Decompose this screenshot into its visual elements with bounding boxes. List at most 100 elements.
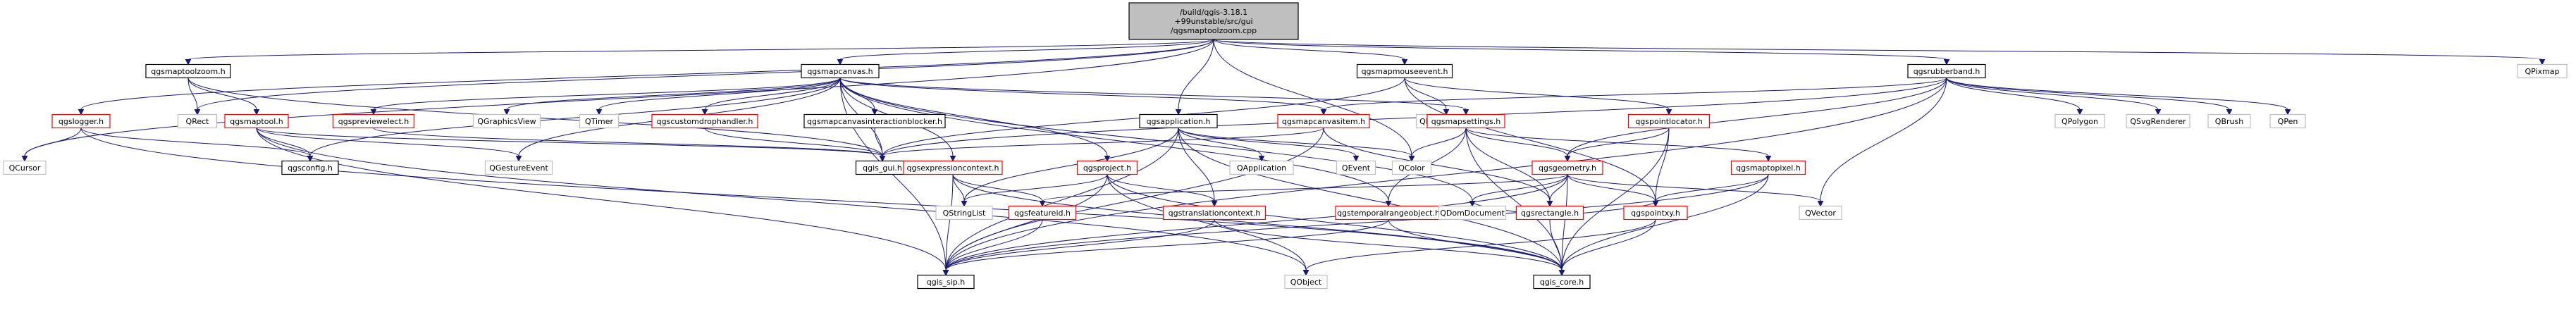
- dependency-edge: [256, 128, 1309, 276]
- node-qgstemporalrangeobject-h[interactable]: qgstemporalrangeobject.h: [1335, 205, 1442, 221]
- node-QCursor[interactable]: QCursor: [3, 160, 47, 175]
- node-QColor[interactable]: QColor: [1391, 160, 1432, 175]
- node-root[interactable]: /build/qgis-3.18.1+99unstable/src/gui/qg…: [1128, 2, 1299, 40]
- dependency-edge: [256, 128, 886, 162]
- dependency-edge: [1213, 39, 1415, 162]
- node-QPolygon[interactable]: QPolygon: [2054, 113, 2105, 129]
- node-QBrush[interactable]: QBrush: [2207, 113, 2251, 129]
- node-label: QBrush: [2215, 117, 2243, 126]
- node-qgsrubberband-h[interactable]: qgsrubberband.h: [1907, 63, 1986, 79]
- node-qgstranslationcontext-h[interactable]: qgstranslationcontext.h: [1162, 205, 1267, 221]
- node-qgis-core-h[interactable]: qgis_core.h: [1533, 274, 1591, 290]
- dependency-edge: [839, 78, 1469, 116]
- node-QRect[interactable]: QRect: [177, 113, 218, 129]
- dependency-edge: [1178, 128, 1565, 276]
- node-QDomDocument[interactable]: QDomDocument: [1438, 205, 1507, 221]
- dependency-edge: [942, 128, 1324, 276]
- node-label: qgstemporalrangeobject.h: [1337, 209, 1440, 218]
- node-label: QStringList: [943, 209, 986, 218]
- node-qgsmaptopixel-h[interactable]: qgsmaptopixel.h: [1730, 160, 1806, 175]
- dependency-edge: [187, 78, 201, 116]
- dependency-edge: [952, 174, 1046, 207]
- node-qgsmaptoolzoom-h[interactable]: qgsmaptoolzoom.h: [145, 63, 231, 79]
- node-label: QGestureEvent: [489, 163, 548, 173]
- node-label: qgspointxy.h: [1631, 209, 1680, 218]
- node-label: qgscustomdrophandler.h: [657, 117, 753, 126]
- dependency-edge: [370, 78, 841, 116]
- dependency-edge: [1946, 78, 2083, 116]
- node-label: QPixmap: [2525, 67, 2559, 76]
- node-qgsmaptool-h[interactable]: qgsmaptool.h: [224, 113, 289, 129]
- node-qgsmapmouseevent-h[interactable]: qgsmapmouseevent.h: [1356, 63, 1453, 79]
- dependency-edge: [1178, 128, 1360, 162]
- node-qgslogger-h[interactable]: qgslogger.h: [51, 113, 111, 129]
- dependency-edge: [1558, 174, 1769, 276]
- node-label: qgsmapcanvas.h: [807, 67, 873, 76]
- dependency-edge: [837, 39, 1214, 66]
- node-label: qgslogger.h: [58, 117, 104, 126]
- node-QStringList[interactable]: QStringList: [935, 205, 993, 221]
- node-qgsproject-h[interactable]: qgsproject.h: [1076, 160, 1138, 175]
- node-label: qgsexpressioncontext.h: [907, 163, 999, 173]
- node-qgsapplication-h[interactable]: qgsapplication.h: [1139, 113, 1218, 129]
- node-qgsmapcanvasitem-h[interactable]: qgsmapcanvasitem.h: [1277, 113, 1370, 129]
- node-QGestureEvent[interactable]: QGestureEvent: [484, 160, 553, 175]
- node-QEvent[interactable]: QEvent: [1336, 160, 1376, 175]
- node-label: QVector: [1805, 209, 1836, 218]
- dependency-edge: [961, 174, 1108, 207]
- dependency-edge: [1946, 78, 2233, 116]
- node-qgspointlocator-h[interactable]: qgspointlocator.h: [1627, 113, 1711, 129]
- node-QApplication[interactable]: QApplication: [1229, 160, 1294, 175]
- node-qgspointxy-h[interactable]: qgspointxy.h: [1623, 205, 1688, 221]
- node-qgspreviewelect-h[interactable]: qgspreviewelect.h: [332, 113, 415, 129]
- node-label: +99unstable/src/gui: [1174, 17, 1252, 26]
- node-label: /qgsmaptoolzoom.cpp: [1171, 26, 1257, 35]
- node-qgsmapcanvasinteractionblocker-h[interactable]: qgsmapcanvasinteractionblocker.h: [803, 113, 946, 129]
- node-label: QGraphicsView: [477, 117, 536, 126]
- node-label: QApplication: [1237, 163, 1286, 173]
- node-qgsexpressioncontext-h[interactable]: qgsexpressioncontext.h: [903, 160, 1003, 175]
- dependency-edge: [701, 78, 841, 116]
- dependency-edge: [1946, 78, 2162, 116]
- dependency-edge: [942, 174, 1769, 276]
- node-QPixmap[interactable]: QPixmap: [2517, 63, 2568, 79]
- node-label: qgsrubberband.h: [1913, 67, 1980, 76]
- dependency-edge: [1408, 128, 1467, 162]
- node-QObject[interactable]: QObject: [1284, 274, 1328, 290]
- node-QGraphicsView[interactable]: QGraphicsView: [472, 113, 541, 129]
- node-label: qgsmapcanvasitem.h: [1282, 117, 1365, 126]
- node-qgis-gui-h[interactable]: qgis_gui.h: [855, 160, 910, 175]
- dependency-edge: [185, 39, 1214, 66]
- node-qgsconfig-h[interactable]: qgsconfig.h: [281, 160, 339, 175]
- node-qgis-sip-h[interactable]: qgis_sip.h: [917, 274, 975, 290]
- dependency-edge: [1404, 78, 1672, 116]
- node-qgsgeometry-h[interactable]: qgsgeometry.h: [1532, 160, 1603, 175]
- node-QSvgRenderer[interactable]: QSvgRenderer: [2126, 113, 2190, 129]
- dependency-edge: [596, 78, 841, 116]
- node-label: qgsconfig.h: [288, 163, 333, 173]
- node-QTimer[interactable]: QTimer: [579, 113, 620, 129]
- node-qgscustomdrophandler-h[interactable]: qgscustomdrophandler.h: [651, 113, 758, 129]
- node-label: qgsapplication.h: [1147, 117, 1211, 126]
- node-label: qgsmapcanvasinteractionblocker.h: [807, 117, 942, 126]
- node-qgsrectangle-h[interactable]: qgsrectangle.h: [1515, 205, 1584, 221]
- node-label: qgis_gui.h: [863, 163, 902, 173]
- node-qgsmapsettings-h[interactable]: qgsmapsettings.h: [1426, 113, 1505, 129]
- node-qgsfeatureid-h[interactable]: qgsfeatureid.h: [1008, 205, 1077, 221]
- dependency-edge: [1469, 174, 1568, 207]
- dependency-edge: [942, 78, 1947, 276]
- dependency-edge: [1564, 78, 1947, 162]
- dependency-edge: [1107, 174, 1218, 207]
- node-qgsmapcanvas-h[interactable]: qgsmapcanvas.h: [801, 63, 880, 79]
- dependency-edge: [1320, 78, 1947, 116]
- graph-edges: [21, 39, 2546, 276]
- node-QPen[interactable]: QPen: [2269, 113, 2306, 129]
- node-QVector[interactable]: QVector: [1799, 205, 1842, 221]
- dependency-edge: [1178, 128, 1265, 162]
- node-label: qgsmapsettings.h: [1431, 117, 1500, 126]
- dependency-edge: [1652, 174, 1769, 207]
- node-label: QColor: [1398, 163, 1425, 173]
- dependency-edge: [1465, 128, 1571, 162]
- node-label: QPolygon: [2062, 117, 2098, 126]
- node-label: qgsmapmouseevent.h: [1362, 67, 1448, 76]
